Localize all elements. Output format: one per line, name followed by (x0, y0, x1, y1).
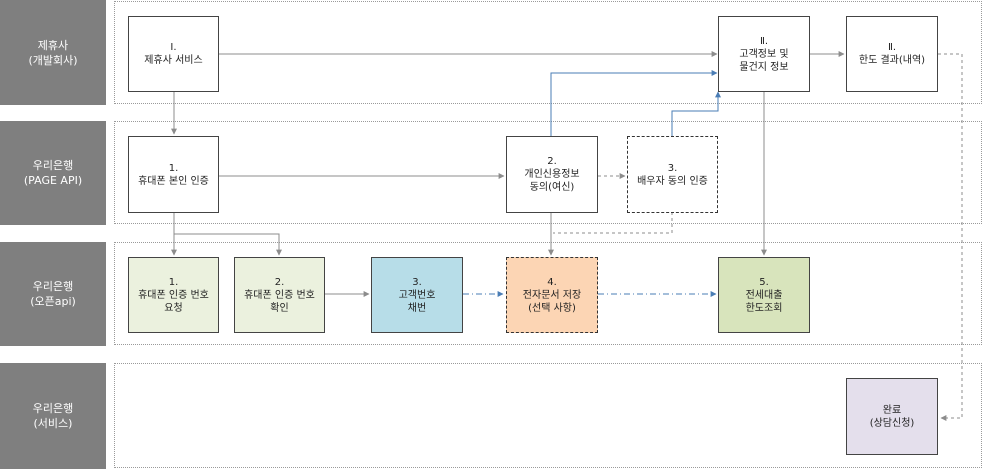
arrow-spouse-to-customer-info (671, 91, 721, 136)
node-auth-request: 1. 휴대폰 인증 번호 요청 (128, 257, 219, 333)
lane-label-open-api: 우리은행 (오픈api) (0, 242, 106, 346)
node-loan-limit: 5. 전세대출 한도조회 (718, 257, 810, 333)
arrow-limit-result-to-complete (938, 53, 963, 421)
node-spouse-consent: 3. 배우자 동의 인증 (627, 136, 718, 213)
lane-partner-area (114, 1, 982, 104)
node-customer-info: Ⅱ. 고객정보 및 물건지 정보 (718, 16, 810, 92)
node-phone-auth: 1. 휴대폰 본인 인증 (128, 136, 219, 213)
node-auth-confirm: 2. 휴대폰 인증 번호 확인 (234, 257, 325, 333)
node-limit-result: Ⅱ. 한도 결과(내역) (846, 16, 938, 92)
node-customer-number: 3. 고객번호 채번 (371, 257, 463, 333)
lane-label-page-api: 우리은행 (PAGE API) (0, 121, 106, 225)
lane-service-area (114, 363, 982, 468)
lane-label-service: 우리은행 (서비스) (0, 363, 106, 469)
node-complete: 완료 (상담신청) (846, 378, 938, 455)
node-credit-consent: 2. 개인신용정보 동의(여신) (506, 136, 598, 213)
node-partner-service: Ⅰ. 제휴사 서비스 (128, 16, 219, 92)
arrow-phone-auth-to-auth-confirm (174, 233, 282, 256)
lane-label-partner: 제휴사 (개발회사) (0, 0, 106, 105)
node-edoc-save: 4. 전자문서 저장 (선택 사항) (506, 257, 598, 333)
connector-spouse-to-edoc (553, 212, 673, 234)
arrow-credit-to-customer-info (550, 70, 718, 136)
